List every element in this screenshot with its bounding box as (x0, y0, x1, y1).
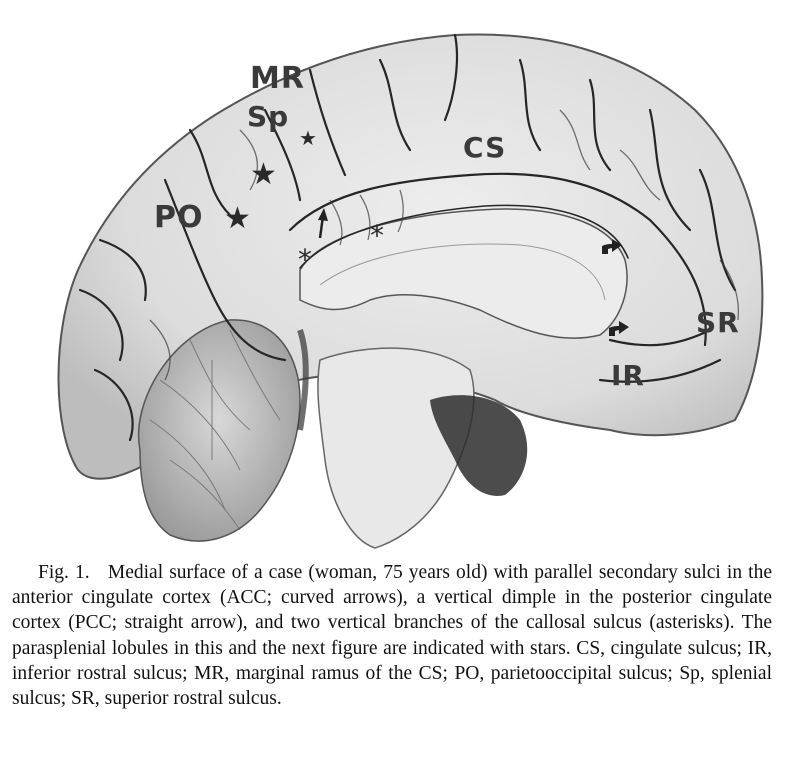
asterisk-icon: * (298, 243, 312, 276)
brain-photo (57, 33, 764, 549)
curved-arrow-icon (609, 321, 629, 336)
label-cs: CS (463, 131, 507, 164)
label-sr: SR (696, 306, 740, 339)
star-icon: ★ (299, 126, 317, 150)
caption-text: Medial surface of a case (woman, 75 year… (12, 562, 772, 710)
label-sp: Sp (247, 100, 290, 133)
label-mr: MR (250, 61, 305, 96)
figure-caption: Fig. 1. Medial surface of a case (woman,… (12, 560, 772, 711)
label-ir: IR (611, 359, 645, 392)
asterisk-icon: * (370, 219, 384, 252)
brain-figure: MR Sp CS PO SR IR ★ ★ ★ * * (57, 33, 764, 549)
star-icon: ★ (250, 157, 277, 192)
straight-arrow-icon (318, 208, 328, 239)
figure-number: Fig. 1. (38, 562, 90, 583)
label-po: PO (154, 200, 204, 235)
star-icon: ★ (224, 201, 251, 236)
curved-arrow-icon (602, 239, 622, 254)
